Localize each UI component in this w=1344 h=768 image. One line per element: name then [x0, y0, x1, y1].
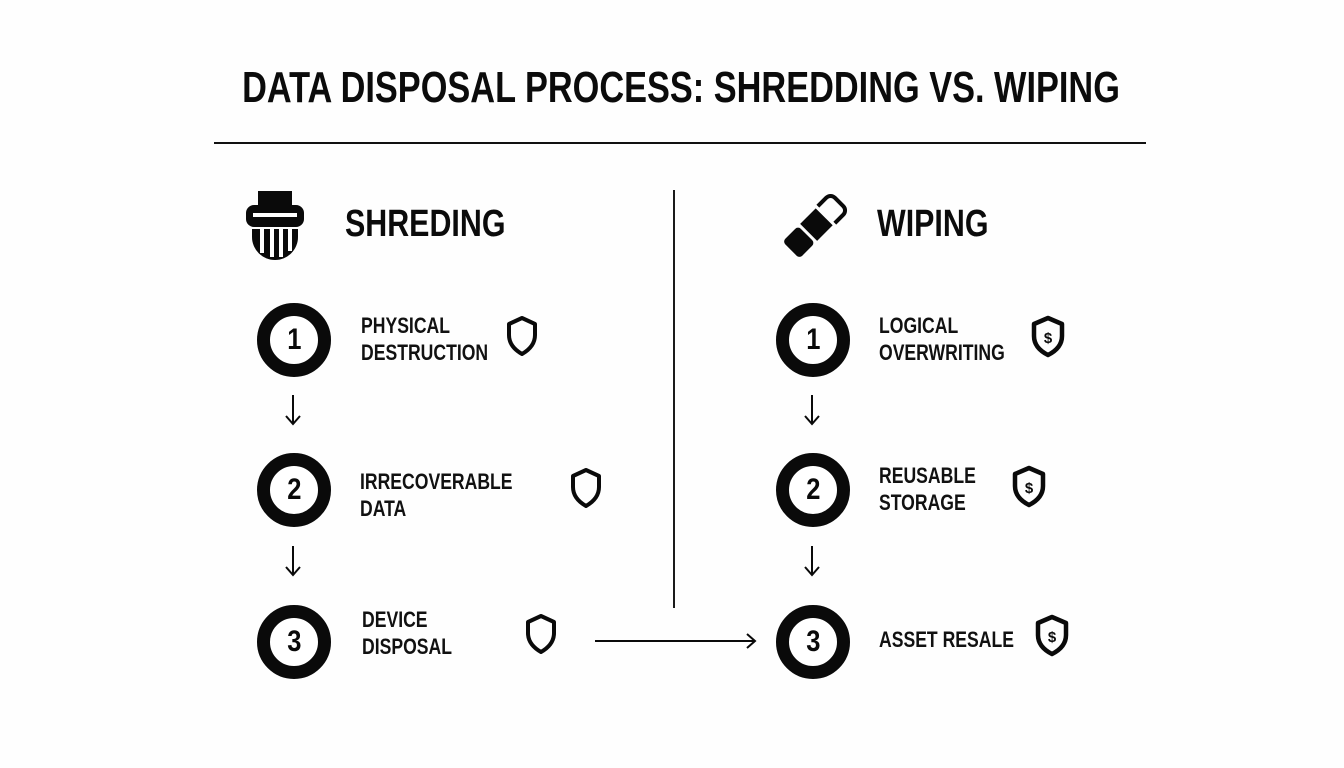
step-number: 2: [805, 473, 821, 506]
paper-shredder-icon: [246, 191, 304, 260]
shield-outline-icon: [571, 468, 601, 508]
svg-text:$: $: [1048, 629, 1057, 646]
down-arrow-icon: [285, 395, 301, 426]
step-2-badge: 2: [257, 453, 331, 527]
wiping-heading: WIPING: [877, 203, 989, 245]
step-label: IRRECOVERABLE DATA: [360, 469, 513, 521]
down-arrow-icon: [285, 546, 301, 577]
shield-dollar-icon: $: [1031, 315, 1065, 358]
step-1-badge: 1: [257, 303, 331, 377]
shield-dollar-icon: $: [1012, 465, 1046, 508]
step-3-badge: 3: [776, 605, 850, 679]
step-2-badge: 2: [776, 453, 850, 527]
step-number: 2: [286, 473, 302, 506]
svg-text:$: $: [1044, 330, 1053, 347]
step-label: PHYSICAL DESTRUCTION: [361, 313, 489, 365]
step-1-badge: 1: [776, 303, 850, 377]
shield-outline-icon: [507, 316, 537, 356]
title-divider: [214, 142, 1146, 144]
right-arrow-icon: [595, 633, 757, 649]
step-label: LOGICAL OVERWRITING: [879, 313, 1005, 365]
step-number: 1: [286, 323, 302, 356]
step-number: 3: [805, 625, 821, 658]
step-label: ASSET RESALE: [879, 627, 1014, 652]
step-3-badge: 3: [257, 605, 331, 679]
column-divider: [673, 190, 675, 608]
eraser-icon: [784, 194, 847, 257]
shredding-heading: SHREDING: [345, 203, 506, 245]
step-label: DEVICE DISPOSAL: [362, 607, 452, 659]
shield-outline-icon: [526, 614, 556, 654]
svg-text:$: $: [1025, 480, 1034, 497]
shield-dollar-icon: $: [1035, 614, 1069, 657]
step-label: REUSABLE STORAGE: [879, 463, 976, 515]
down-arrow-icon: [804, 395, 820, 426]
diagram-title: DATA DISPOSAL PROCESS: SHREDDING VS. WIP…: [242, 63, 1120, 112]
down-arrow-icon: [804, 546, 820, 577]
step-number: 1: [805, 323, 821, 356]
step-number: 3: [286, 625, 302, 658]
